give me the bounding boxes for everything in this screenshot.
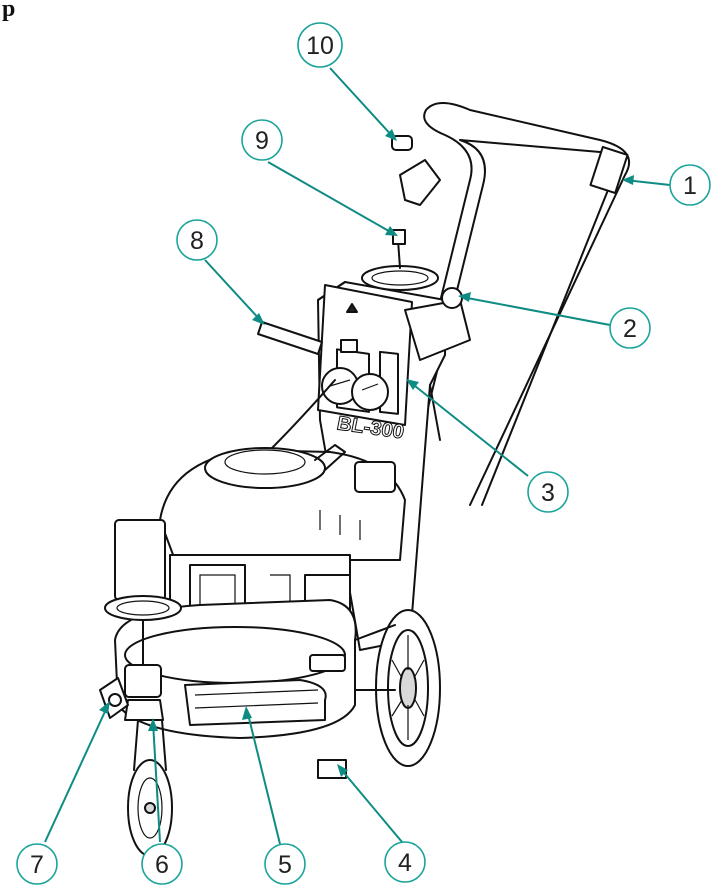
callout-5: 5 (264, 843, 306, 885)
grinder-machine-drawing: BL-300 (99, 102, 631, 857)
callout-1-number: 1 (683, 172, 697, 200)
callout-2: 2 (609, 307, 651, 349)
callout-1: 1 (669, 164, 711, 206)
callout-4: 4 (384, 841, 426, 883)
callout-4-number: 4 (398, 849, 412, 877)
leader-lines (44, 67, 671, 845)
callout-3-number: 3 (541, 479, 555, 507)
leader-line-10 (329, 67, 395, 139)
callout-9: 9 (241, 119, 283, 161)
callout-10: 10 (297, 22, 343, 68)
leader-line-7 (44, 704, 109, 843)
callout-6: 6 (141, 843, 183, 885)
callout-10-number: 10 (306, 32, 334, 60)
callout-7-number: 7 (30, 851, 44, 879)
leader-line-2 (461, 296, 611, 326)
leader-line-3 (409, 381, 529, 477)
callout-9-number: 9 (255, 127, 269, 155)
callout-2-number: 2 (623, 315, 637, 343)
leader-line-6 (152, 721, 161, 843)
callout-8-number: 8 (190, 227, 204, 255)
callout-6-number: 6 (155, 851, 169, 879)
callout-8: 8 (176, 219, 218, 261)
figure-label-fragment: p (2, 0, 15, 22)
leader-line-5 (246, 709, 281, 845)
leader-line-9 (267, 161, 395, 235)
leader-line-4 (339, 767, 403, 843)
callouts: 1 2 3 4 5 6 7 8 (16, 22, 711, 885)
callout-3: 3 (527, 471, 569, 513)
callout-7: 7 (16, 843, 58, 885)
callout-5-number: 5 (278, 851, 292, 879)
leader-line-8 (204, 259, 263, 323)
